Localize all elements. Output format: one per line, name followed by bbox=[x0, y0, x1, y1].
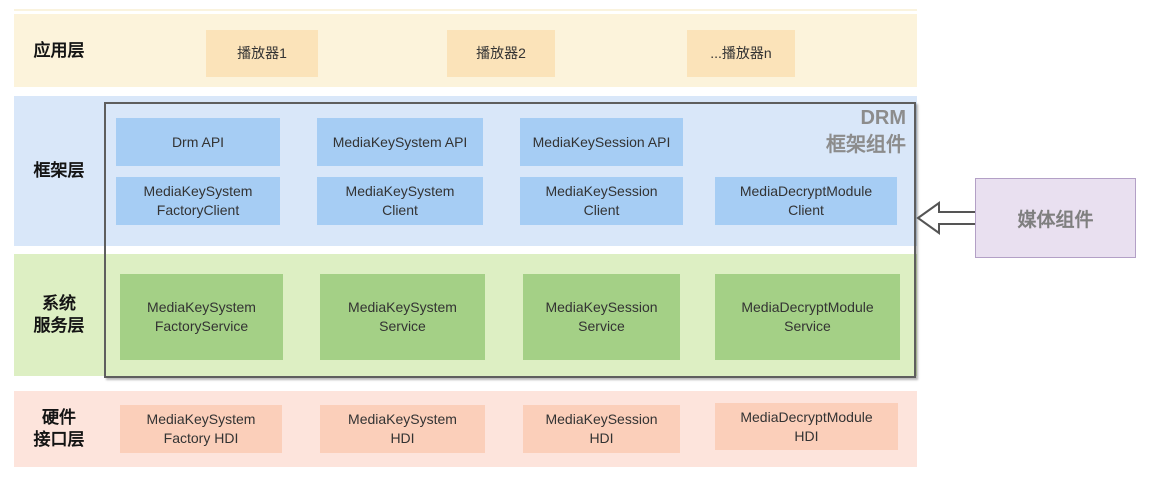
mediakeysession-hdi-box: MediaKeySession HDI bbox=[523, 405, 680, 453]
mediakeysession-api-box: MediaKeySession API bbox=[520, 118, 683, 166]
mediakeysystem-service-box: MediaKeySystem Service bbox=[320, 274, 485, 360]
mediakeysystem-client-box: MediaKeySystem Client bbox=[317, 177, 483, 225]
mediakeysession-service-box: MediaKeySession Service bbox=[523, 274, 680, 360]
mediakeysystem-api-box: MediaKeySystem API bbox=[317, 118, 483, 166]
left-block-arrow-icon bbox=[916, 201, 979, 235]
media-component-label: 媒体组件 bbox=[1017, 209, 1094, 231]
player2-box: 播放器2 bbox=[447, 30, 555, 77]
system-service-layer-label: 系统 服务层 bbox=[33, 294, 85, 335]
application-layer-label: 应用层 bbox=[33, 40, 85, 60]
framework-layer-label: 框架层 bbox=[33, 161, 85, 180]
mediakeysystem-factoryservice-box: MediaKeySystem FactoryService bbox=[120, 274, 283, 360]
mediadecryptmodule-hdi-box: MediaDecryptModule HDI bbox=[715, 403, 898, 450]
top-edge-sliver bbox=[14, 9, 917, 11]
media-component-box: 媒体组件 bbox=[975, 178, 1136, 258]
mediakeysession-client-box: MediaKeySession Client bbox=[520, 177, 683, 225]
mediakeysystem-factoryclient-box: MediaKeySystem FactoryClient bbox=[116, 177, 280, 225]
player-n-box: ...播放器n bbox=[687, 30, 795, 77]
hardware-interface-layer-label: 硬件 接口层 bbox=[33, 408, 85, 449]
mediadecryptmodule-service-box: MediaDecryptModule Service bbox=[715, 274, 900, 360]
mediakeysystem-factory-hdi-box: MediaKeySystem Factory HDI bbox=[120, 405, 282, 453]
mediadecryptmodule-client-box: MediaDecryptModule Client bbox=[715, 177, 897, 225]
mediakeysystem-hdi-box: MediaKeySystem HDI bbox=[320, 405, 485, 453]
drm-api-box: Drm API bbox=[116, 118, 280, 166]
player1-box: 播放器1 bbox=[206, 30, 318, 77]
